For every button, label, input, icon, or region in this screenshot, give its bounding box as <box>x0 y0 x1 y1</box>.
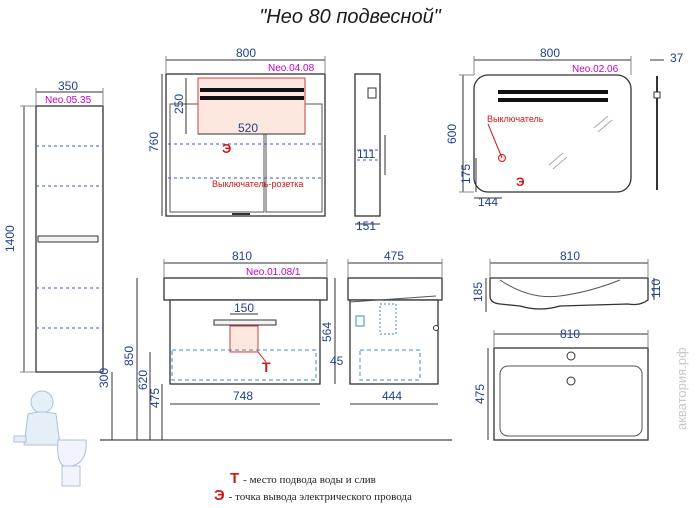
sink-plan-depth-label: 475 <box>473 384 487 404</box>
cabinet-electric-mark: Э <box>222 141 231 156</box>
cabinet-lamp-height-label: 250 <box>172 94 186 114</box>
mirror-144-label: 144 <box>478 195 498 209</box>
cabinet-side-111-label: 111 <box>357 147 376 161</box>
mirror-cabinet-side <box>354 73 386 225</box>
side-475-label: 475 <box>384 249 404 263</box>
legend-electric-mark: Э <box>214 487 225 504</box>
sink-profile <box>485 259 655 312</box>
vanity-150-label: 150 <box>234 301 254 315</box>
legend-water: Т- место подвода воды и слив <box>230 470 376 487</box>
switch-socket-label: Выключатель-розетка <box>212 179 303 189</box>
vanity-water-mark: Т <box>262 359 271 375</box>
watermark-text: акватория.рф <box>674 347 689 430</box>
legend-electric-text: - точка вывода электрического провода <box>228 491 412 503</box>
column-floor-label: 300 <box>97 368 111 388</box>
mirror <box>459 56 664 199</box>
cabinet-side-151-label: 151 <box>356 219 376 233</box>
mirror-cabinet <box>161 56 326 217</box>
mirror-175-label: 175 <box>459 164 473 184</box>
sink-plan-width-label: 810 <box>560 327 580 341</box>
tall-column <box>20 88 113 440</box>
vanity-748-label: 748 <box>233 389 253 403</box>
cabinet-model-tag: Neo.04.08 <box>268 63 315 74</box>
cabinet-width-label: 800 <box>236 46 256 60</box>
mirror-width-label: 800 <box>540 46 560 60</box>
mirror-height-label: 600 <box>445 124 459 144</box>
vanity-front <box>136 259 336 440</box>
legend-water-text: - место подвода воды и слив <box>243 474 376 486</box>
page-title: "Нео 80 подвесной" <box>259 6 441 28</box>
legend-electric: Э- точка вывода электрического провода <box>214 487 412 504</box>
cabinet-lamp-width-label: 520 <box>238 121 258 135</box>
vanity-width-label: 810 <box>232 249 252 263</box>
mirror-electric-mark: Э <box>516 175 525 189</box>
mirror-model-tag: Neo.02.06 <box>572 64 619 75</box>
vanity-850-label: 850 <box>122 346 136 366</box>
mirror-depth-label: 37 <box>670 51 684 65</box>
vanity-model-tag: Neo.01.08/1 <box>246 267 301 278</box>
sink-110-label: 110 <box>649 279 663 298</box>
mirror-switch-label: Выключатель <box>487 114 544 124</box>
vanity-475-label: 475 <box>148 388 162 408</box>
column-width-label: 350 <box>58 79 78 93</box>
cabinet-height-label: 760 <box>147 132 161 152</box>
plumber-mascot-icon <box>13 390 87 487</box>
side-444-label: 444 <box>382 389 402 403</box>
vanity-620-label: 620 <box>136 370 150 390</box>
vanity-side <box>347 259 443 405</box>
sink-width-top-label: 810 <box>560 249 580 263</box>
column-height-label: 1400 <box>3 225 17 252</box>
sink-185-label: 185 <box>471 282 485 302</box>
column-model-tag: Neo.05.35 <box>45 95 92 106</box>
sink-plan <box>487 330 649 441</box>
side-45-label: 45 <box>330 354 344 368</box>
vanity-564-label: 564 <box>320 322 334 342</box>
legend-water-mark: Т <box>230 470 240 487</box>
